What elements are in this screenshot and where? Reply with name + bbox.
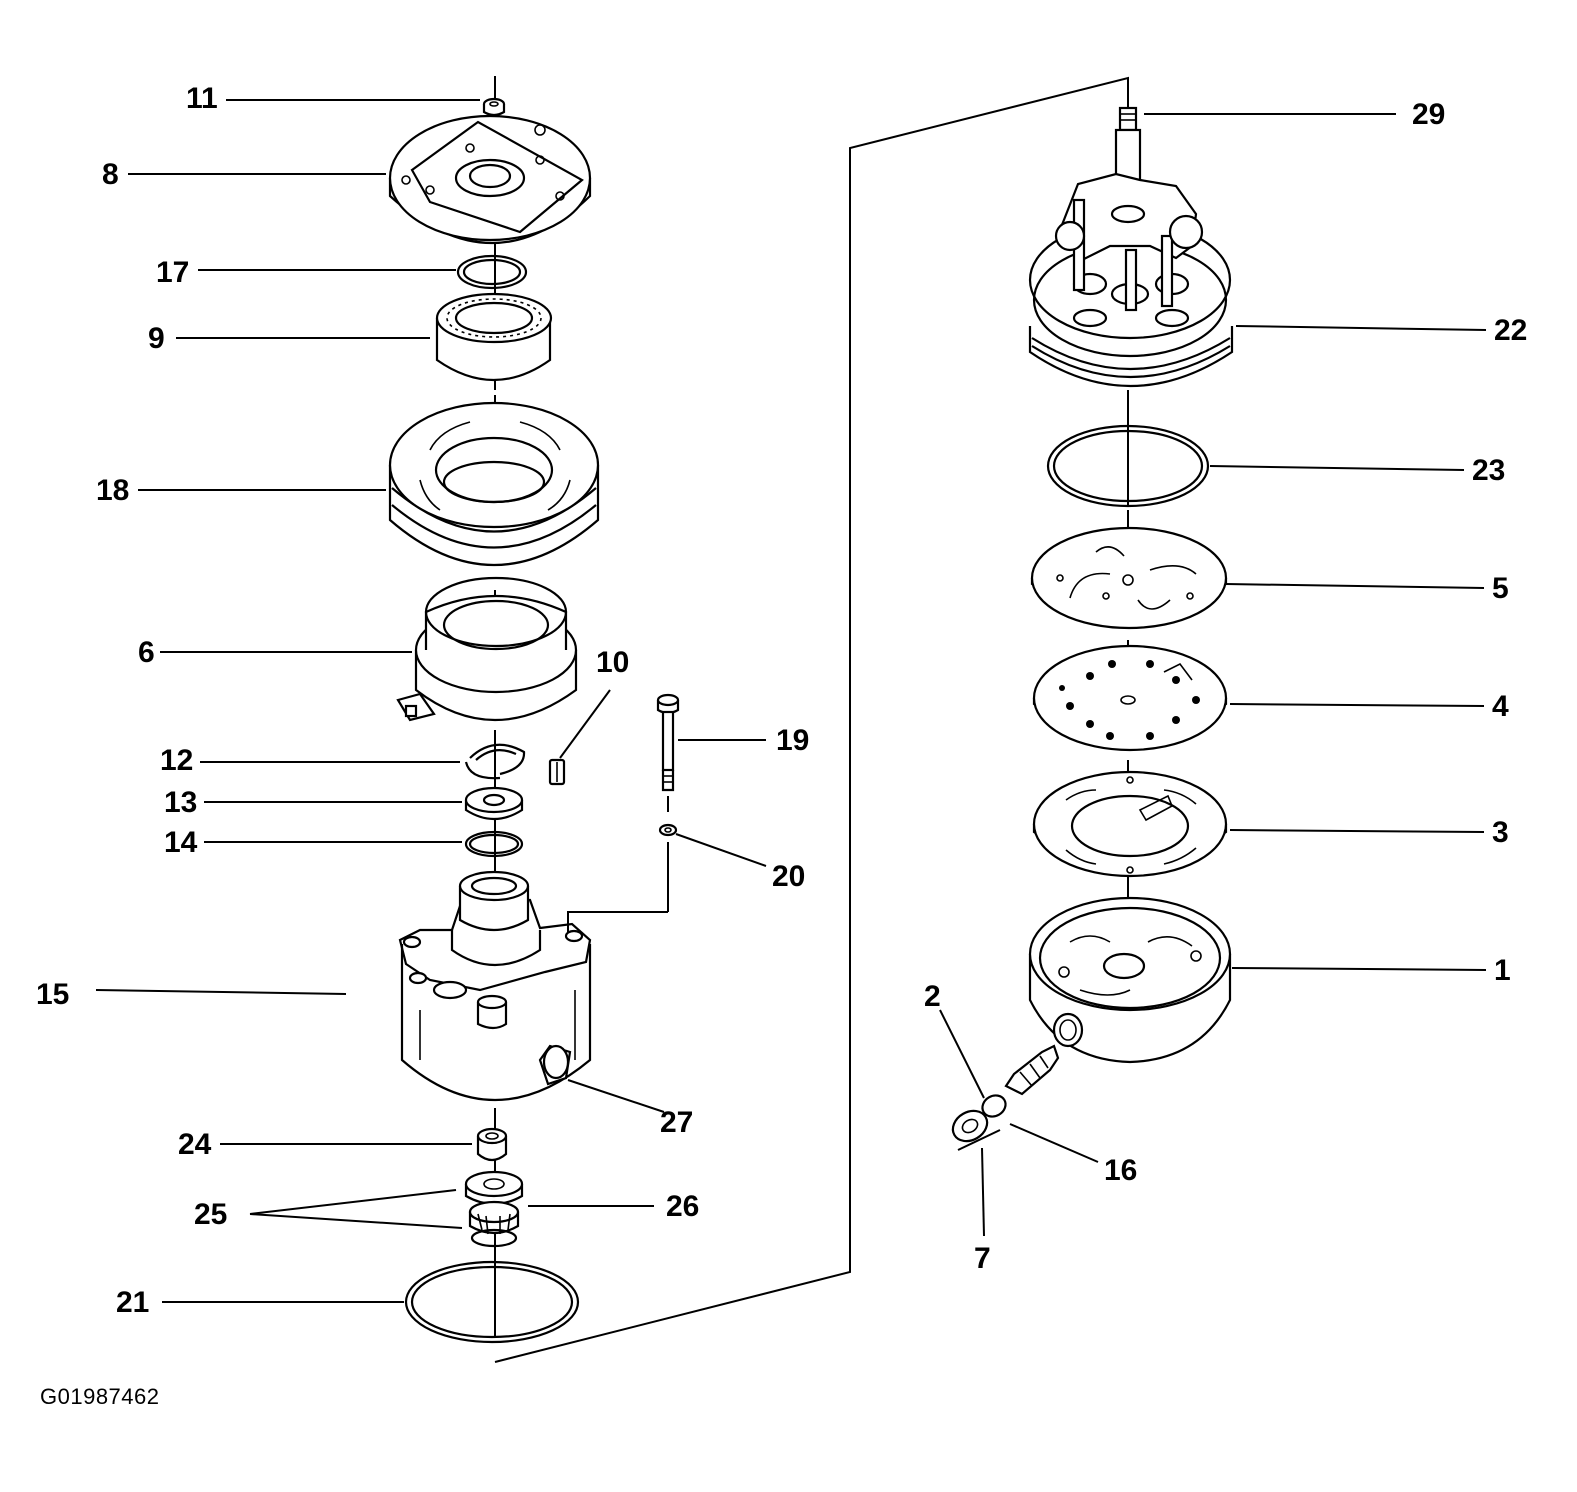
part-2-relief-valve <box>1004 1044 1060 1096</box>
callout-25: 25 <box>194 1198 227 1231</box>
part-7-washer <box>951 1109 1001 1151</box>
callout-13: 13 <box>164 786 197 819</box>
part-16-o-ring <box>981 1094 1007 1118</box>
part-25-26-shaft-seal <box>464 1170 524 1248</box>
callout-20: 20 <box>772 860 805 893</box>
callout-12: 12 <box>160 744 193 777</box>
part-9-bearing <box>435 292 553 382</box>
callout-22: 22 <box>1494 314 1527 347</box>
callout-18: 18 <box>96 474 129 507</box>
part-14-o-ring <box>464 830 524 858</box>
callout-24: 24 <box>178 1128 212 1161</box>
part-21-o-ring <box>404 1260 580 1344</box>
callout-26: 26 <box>666 1190 699 1223</box>
part-15-front-housing <box>398 870 592 1102</box>
part-4-valve-plate <box>1032 644 1228 752</box>
part-8-clutch-plate <box>388 114 592 245</box>
callout-8: 8 <box>102 158 119 191</box>
callout-16: 16 <box>1104 1154 1137 1187</box>
part-10-insert <box>548 758 566 786</box>
callout-29: 29 <box>1412 98 1445 131</box>
part-23-o-ring <box>1046 424 1210 508</box>
leader-lines <box>95 99 1487 1303</box>
callout-4: 4 <box>1492 690 1509 723</box>
callout-11: 11 <box>186 82 218 115</box>
part-11-nut <box>482 97 506 117</box>
callout-27: 27 <box>660 1106 693 1139</box>
callout-2: 2 <box>924 980 941 1013</box>
callout-3: 3 <box>1492 816 1509 849</box>
part-17-snap-ring <box>456 254 528 290</box>
part-3-reed-plate <box>1032 770 1228 878</box>
part-1-rear-housing <box>1028 896 1232 1064</box>
part-5-gasket <box>1030 526 1228 630</box>
part-6-field-coil <box>396 576 578 722</box>
callout-14: 14 <box>164 826 198 859</box>
callout-23: 23 <box>1472 454 1505 487</box>
callout-9: 9 <box>148 322 165 355</box>
figure-code: G01987462 <box>40 1384 160 1409</box>
callout-1: 1 <box>1494 954 1511 987</box>
callout-10: 10 <box>596 646 629 679</box>
part-20-washer <box>567 823 678 936</box>
callout-labels: 11 8 17 9 18 6 10 12 13 14 19 20 15 27 2… <box>36 82 1527 1319</box>
part-13-collar <box>464 786 524 821</box>
callout-5: 5 <box>1492 572 1509 605</box>
part-18-pulley <box>388 401 600 567</box>
part-12-snap-ring <box>464 743 526 780</box>
callout-15: 15 <box>36 978 69 1011</box>
part-24-bushing <box>476 1127 508 1162</box>
callout-6: 6 <box>138 636 155 669</box>
callout-19: 19 <box>776 724 809 757</box>
part-19-bolt <box>656 693 680 812</box>
callout-21: 21 <box>116 1286 149 1319</box>
stack-connector-line <box>494 76 1129 1363</box>
part-22-29-cylinder-assembly <box>1028 106 1234 388</box>
callout-17: 17 <box>156 256 189 289</box>
callout-7: 7 <box>974 1242 991 1275</box>
